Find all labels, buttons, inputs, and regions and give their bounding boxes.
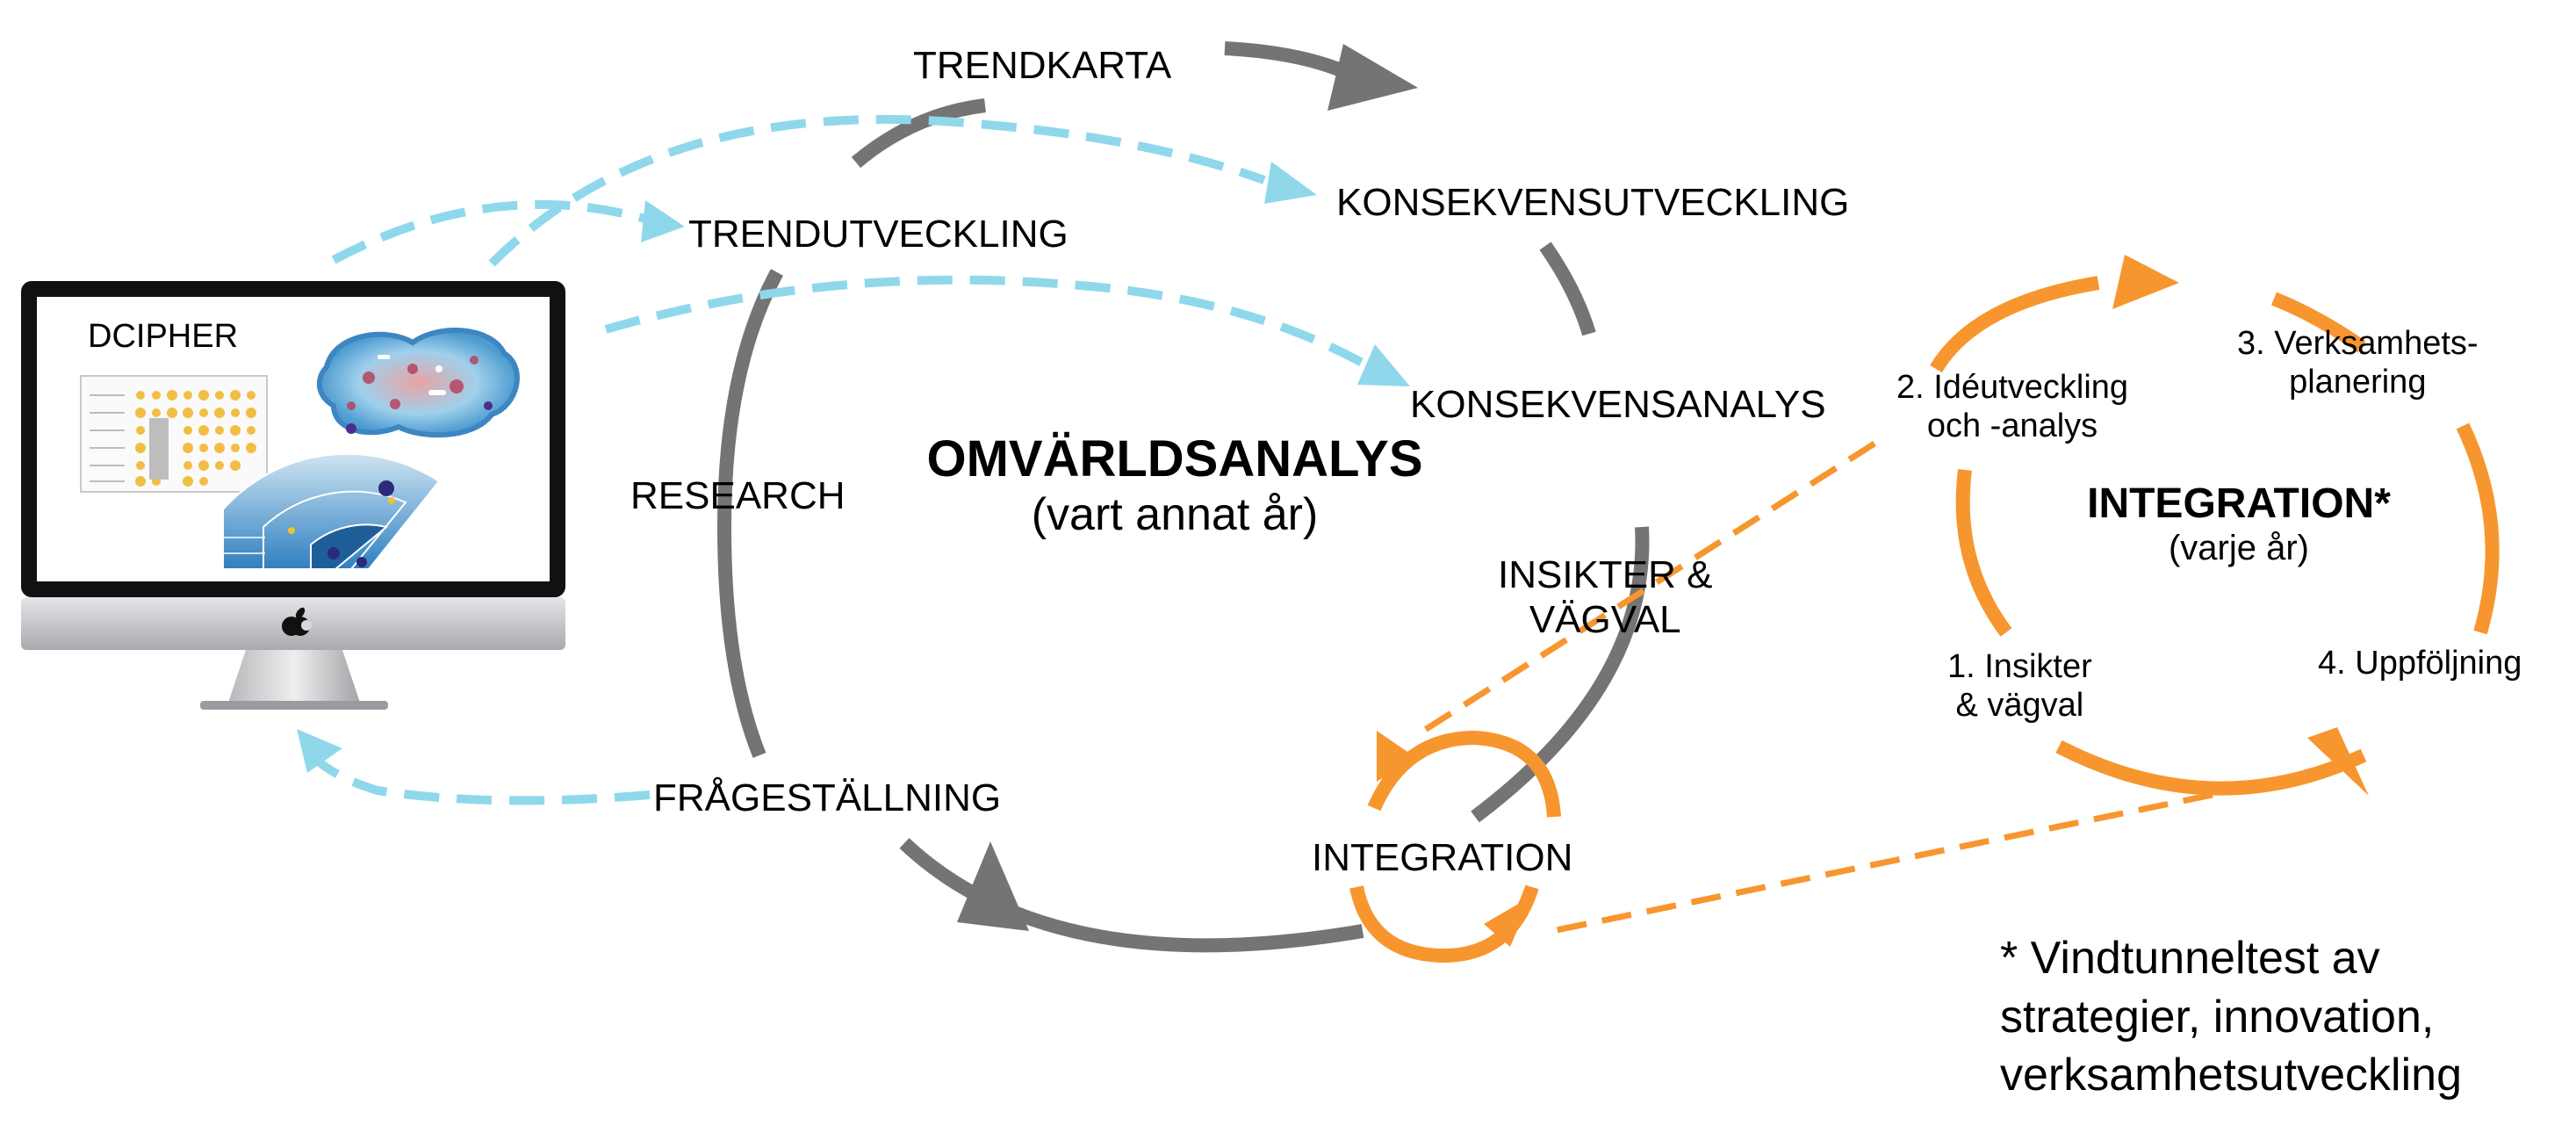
small-loop-arrowhead-top	[1377, 731, 1415, 782]
main-cycle-center: OMVÄRLDSANALYS (vart annat år)	[894, 430, 1456, 541]
int-step-3-line1: 3. Verksamhets-	[2237, 325, 2479, 362]
screen-table-thumbnail	[80, 375, 268, 493]
monitor-stand	[228, 650, 360, 703]
cyan-arrowhead-konsekvensanalys	[1357, 344, 1410, 386]
int-step-4: 4. Uppföljning	[2318, 645, 2522, 682]
int-arrowhead-top	[2112, 255, 2179, 309]
int-arc-top-right	[2271, 292, 2366, 353]
integration-cycle	[1930, 276, 2500, 796]
screen-fan-thumbnail	[222, 452, 441, 570]
int-cycle-center: INTEGRATION* (varje år)	[2028, 480, 2450, 568]
int-arc-right	[2456, 422, 2500, 635]
int-step-1-line2: & vägval	[1955, 686, 2084, 724]
int-step-1: 1. Insikter & vägval	[1947, 648, 2092, 725]
label-research: RESEARCH	[630, 474, 845, 517]
label-integration-small: INTEGRATION	[1312, 836, 1573, 879]
int-step-2-line1: 2. Idéutveckling	[1896, 369, 2129, 406]
label-insikter-line1: INSIKTER &	[1498, 553, 1713, 596]
cyan-arrowhead-trendutveckling	[641, 200, 685, 242]
label-trendkarta: TRENDKARTA	[913, 44, 1172, 87]
cyan-arrowhead-konsekvensutveckling	[1264, 162, 1317, 204]
footnote: * Vindtunneltest av strategier, innovati…	[2000, 929, 2562, 1105]
cycle-arrowhead-top	[1328, 44, 1418, 111]
label-insikter: INSIKTER & VÄGVAL	[1498, 553, 1713, 642]
int-arc-left	[1955, 469, 2012, 637]
small-loop-arrowhead-bottom	[1484, 896, 1532, 947]
label-insikter-line2: VÄGVAL	[1529, 597, 1681, 641]
label-trendutveckling: TRENDUTVECKLING	[688, 213, 1069, 256]
int-arc-top-left	[1930, 276, 2100, 373]
int-cycle-subtitle: (varje år)	[2168, 529, 2310, 568]
apple-logo-icon	[282, 607, 312, 636]
orange-dashed-connectors	[1414, 441, 2213, 936]
flow-to-konsekvensutveckling	[488, 114, 1266, 267]
cycle-arc-right	[1471, 242, 1650, 823]
monitor-title: DCIPHER	[88, 318, 239, 355]
monitor-icon	[21, 281, 565, 710]
cycle-arc-left	[716, 269, 784, 758]
cycle-arc-top-left	[851, 98, 986, 169]
cycle-arc-bottom	[899, 838, 1364, 953]
footnote-line1: * Vindtunneltest av	[2000, 933, 2380, 984]
connector-from-integration-cycle	[1543, 791, 2213, 936]
cyan-arrowhead-monitor	[297, 729, 342, 773]
int-arrowhead-bottom	[2307, 727, 2369, 796]
flow-to-trendutveckling	[331, 199, 650, 264]
screen-heatmap-thumbnail	[316, 328, 520, 438]
int-step-1-line1: 1. Insikter	[1947, 648, 2092, 685]
label-konsekvensanalys: KONSEKVENSANALYS	[1410, 383, 1826, 426]
footnote-line2: strategier, innovation,	[2000, 991, 2435, 1043]
label-konsekvensutveckling: KONSEKVENSUTVECKLING	[1336, 181, 1850, 224]
int-cycle-title: INTEGRATION*	[2087, 480, 2391, 527]
flow-from-fragestallning	[308, 752, 651, 805]
cyan-flow-arrows	[308, 114, 1368, 805]
flow-to-konsekvensanalys	[604, 275, 1368, 369]
int-step-2-line2: och -analys	[1926, 407, 2098, 444]
int-step-2: 2. Idéutveckling och -analys	[1896, 369, 2128, 445]
int-arc-bottom	[2055, 740, 2367, 796]
main-cycle-subtitle: (vart annat år)	[1031, 488, 1319, 540]
int-step-3-line2: planering	[2289, 363, 2427, 401]
footnote-line3: verksamhetsutveckling	[2000, 1050, 2462, 1101]
label-fragestallning: FRÅGESTÄLLNING	[653, 776, 1002, 819]
main-cycle-title: OMVÄRLDSANALYS	[926, 430, 1423, 487]
main-cycle	[716, 41, 1650, 953]
cycle-arrowhead-bottom	[957, 841, 1029, 931]
int-step-3: 3. Verksamhets- planering	[2237, 325, 2479, 401]
monitor-foot	[200, 701, 388, 710]
